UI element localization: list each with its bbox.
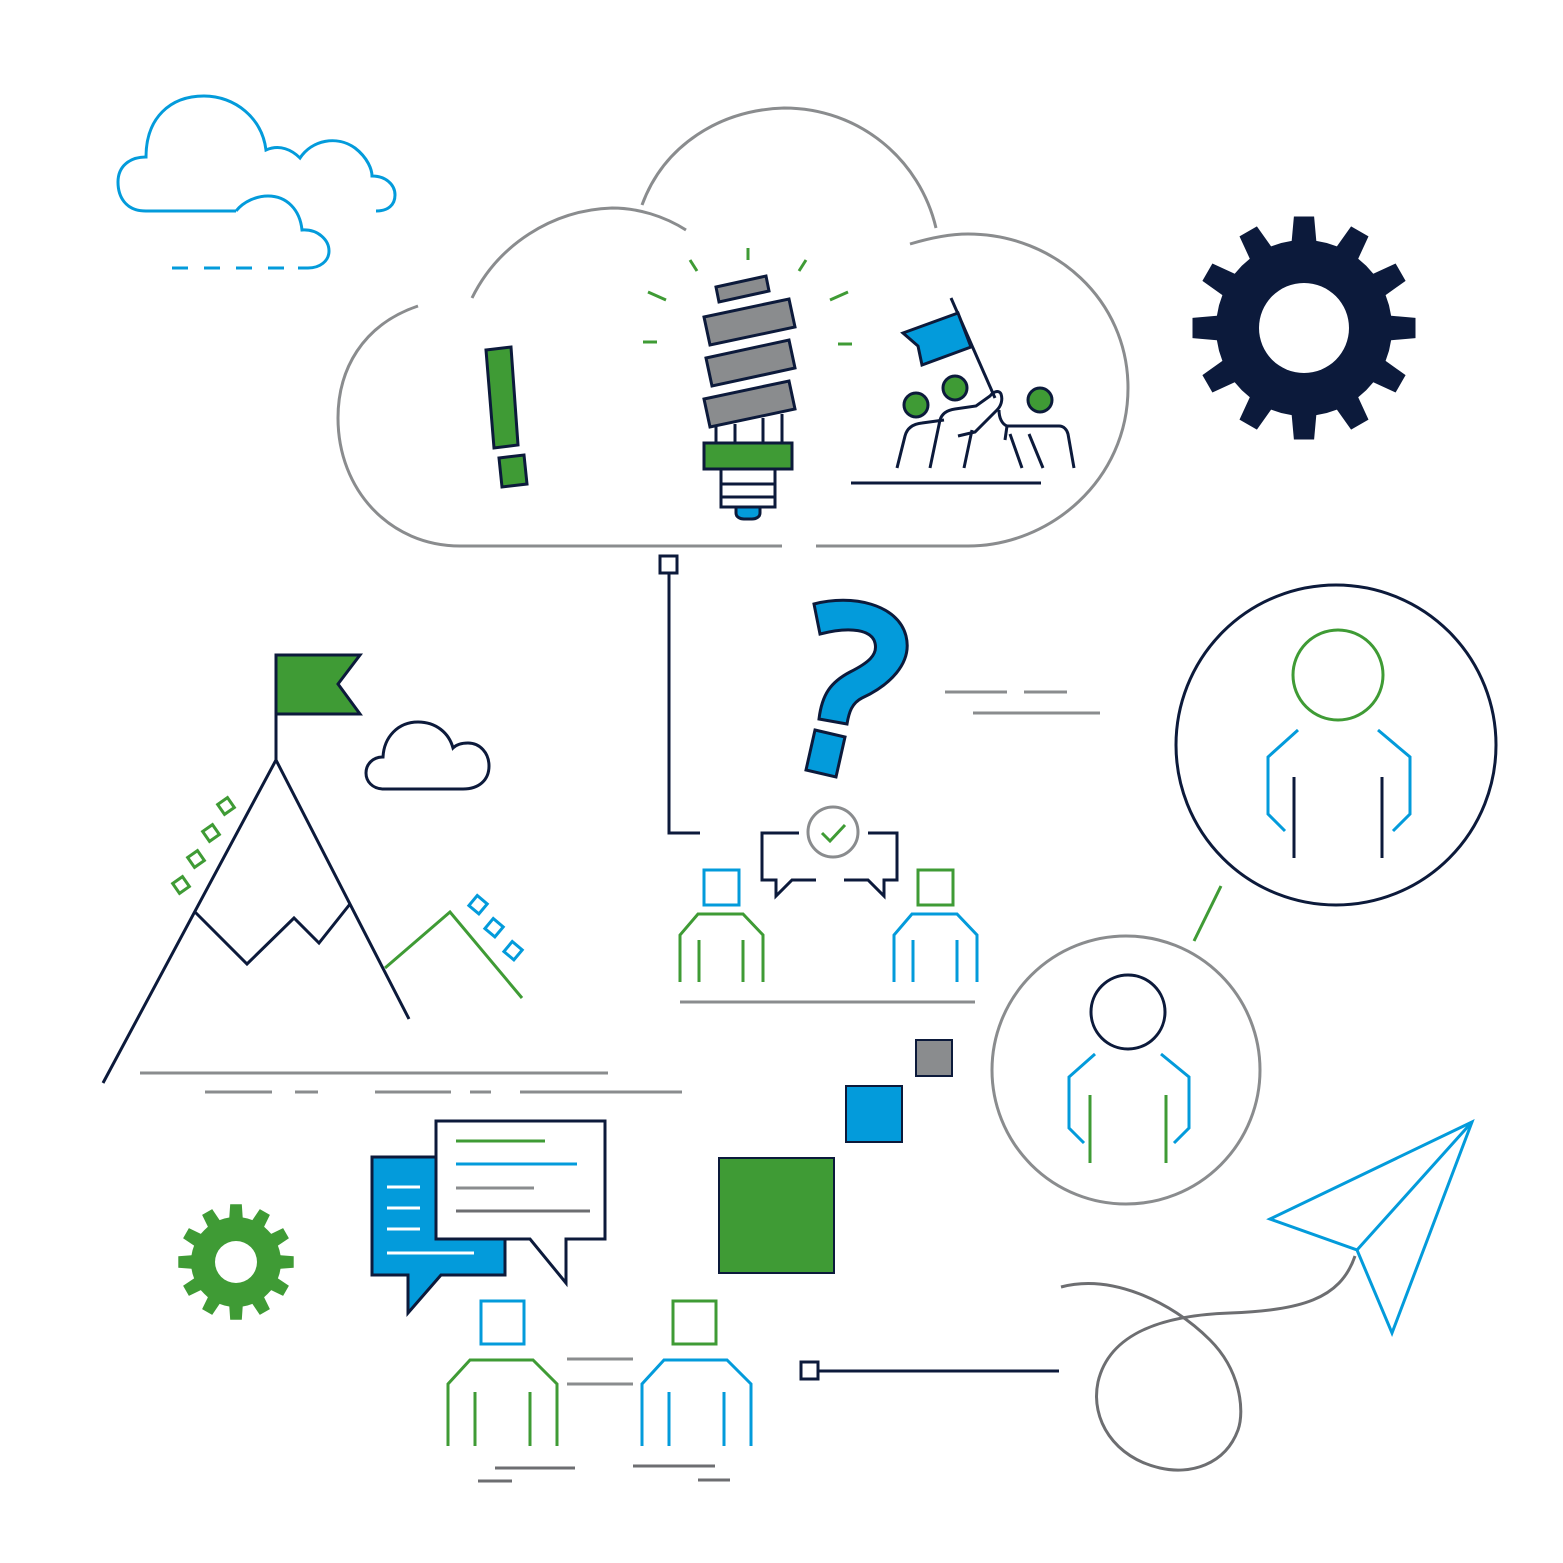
colleagues-icon [446,1299,753,1483]
person-icon [990,934,1262,1206]
light-bulb-icon [643,248,852,521]
gear-hole [1259,283,1349,373]
gear-hole [215,1241,257,1283]
small-cloud-icon [364,720,491,791]
gear-icon [178,1204,294,1320]
person-icon [1174,583,1498,942]
big-cloud-outline-icon [336,106,1130,548]
motion-lines [945,690,1100,715]
meeting-icon [678,805,979,1004]
chat-bubbles-icon [370,1119,607,1318]
small-clouds-icon [116,94,397,270]
mountain-flag-icon [101,653,682,1094]
team-flag-icon [851,297,1076,485]
squares-icon [718,1039,953,1274]
connector-line [658,554,700,835]
gear-icon [1192,216,1416,440]
question-mark-icon [804,598,909,779]
paper-plane-icon [799,1119,1475,1472]
exclamation-icon [484,345,529,489]
